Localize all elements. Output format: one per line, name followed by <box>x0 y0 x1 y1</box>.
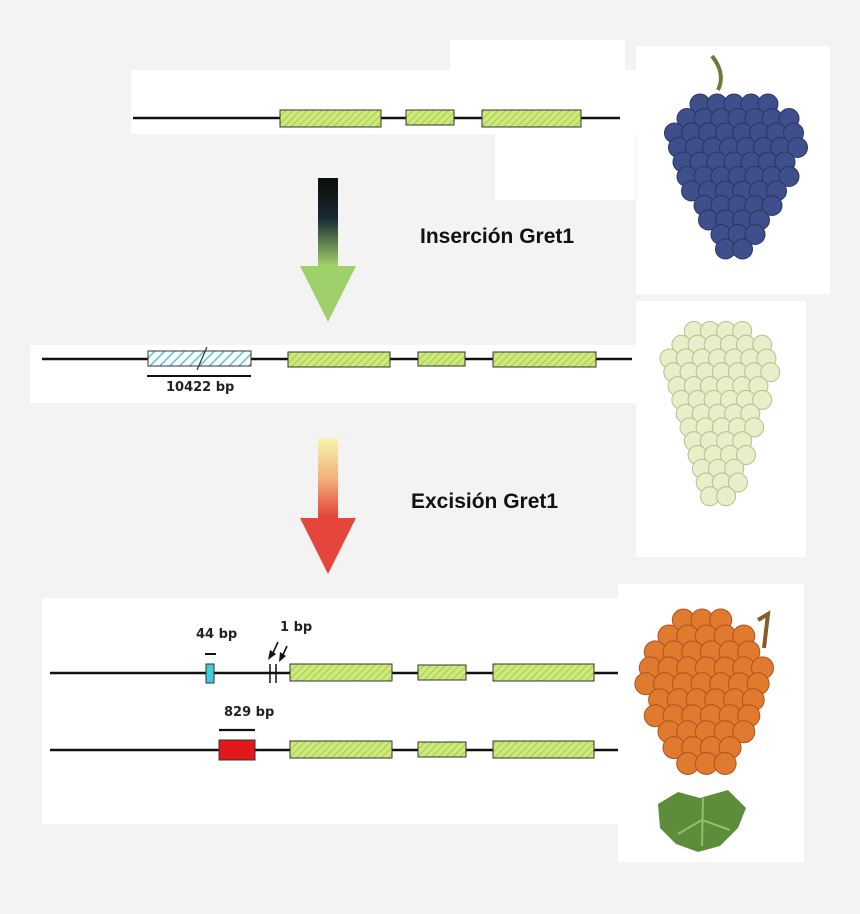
gret1-insertion <box>147 350 252 367</box>
grape-berry <box>760 362 781 383</box>
exon-3c <box>492 663 595 682</box>
footprint-1bp-arrows <box>268 641 288 662</box>
grape-berry <box>732 238 753 260</box>
black-grape-image <box>664 54 808 260</box>
white-grape-image <box>659 321 781 507</box>
exon-1d <box>289 740 393 759</box>
grape-berry <box>787 137 808 158</box>
gene-panel-1-top <box>450 40 625 74</box>
grape-berry <box>752 389 773 410</box>
red-grape-image <box>634 608 774 852</box>
exon-1c <box>289 663 393 682</box>
footprint-44bp-label: 44 bp <box>196 627 238 642</box>
insertion-size-label: 10422 bp <box>166 380 235 395</box>
exon-3b <box>492 351 597 368</box>
gene-panel-1-side <box>495 130 635 200</box>
grape-berry <box>713 752 737 775</box>
grape-berry <box>761 195 783 216</box>
grape-berry <box>744 224 766 245</box>
grape-berry <box>744 417 765 438</box>
exon-3 <box>481 109 582 128</box>
arrow-insertion <box>300 178 356 322</box>
grape-berry <box>716 486 737 507</box>
exon-2c <box>417 664 467 681</box>
gene-panel-3 <box>42 598 630 824</box>
exon-2 <box>405 109 455 126</box>
deletion-829bp <box>218 739 256 761</box>
grape-berry <box>736 445 756 465</box>
excision-step-label: Excisión Gret1 <box>411 490 559 513</box>
exon-3d <box>492 740 595 759</box>
exon-2d <box>417 741 467 758</box>
grape-berry <box>778 166 800 187</box>
exon-1b <box>287 351 391 368</box>
insertion-break-mark <box>196 346 208 371</box>
footprint-44bp <box>205 663 215 684</box>
exon-1 <box>279 109 382 128</box>
arrow-excision <box>300 438 356 574</box>
footprint-1bp-label: 1 bp <box>280 620 313 635</box>
deletion-size-label: 829 bp <box>224 705 275 720</box>
insertion-step-label: Inserción Gret1 <box>420 225 575 248</box>
grape-berry <box>732 720 756 744</box>
exon-2b <box>417 351 466 367</box>
grape-berry <box>728 472 748 493</box>
